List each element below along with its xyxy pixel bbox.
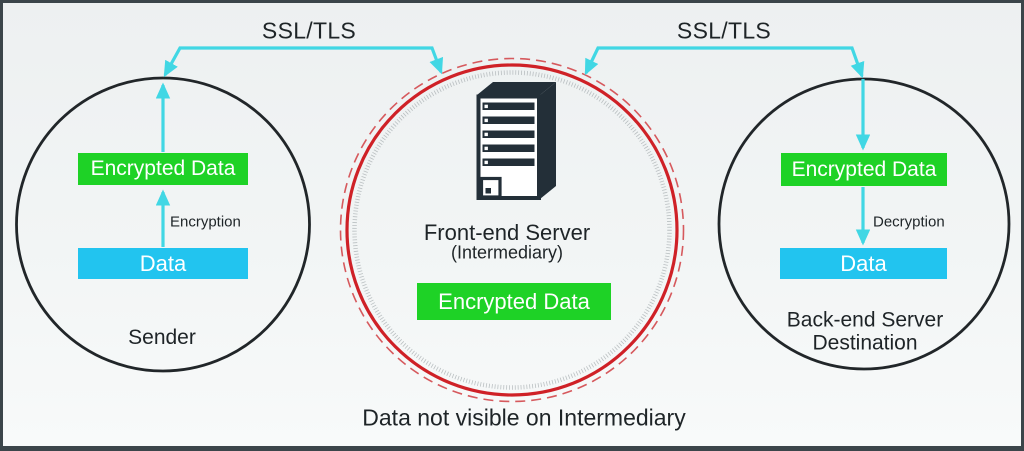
backend-name-line1: Back-end Server [786, 308, 944, 332]
sender-name-label: Sender [128, 326, 196, 349]
intermediary-ring [345, 63, 679, 397]
intermediary-subtitle: (Intermediary) [450, 242, 564, 263]
intermediary-outer-dashed-ring [339, 57, 685, 403]
ssl-link-right-arrow [584, 46, 865, 79]
intermediary-inner-stipple-ring [352, 70, 672, 390]
tower-server-icon [476, 82, 556, 200]
sender-data-box: Data [78, 248, 248, 279]
backend-decryption-label: Decryption [873, 213, 945, 231]
ssl-tls-label-left: SSL/TLS [261, 17, 357, 44]
sender-circle [15, 76, 311, 373]
intermediary-title: Front-end Server [423, 220, 591, 245]
sender-encrypted-data-box: Encrypted Data [78, 153, 248, 185]
sender-encryption-label: Encryption [170, 213, 241, 231]
backend-name-line2: Destination [812, 331, 918, 354]
intermediary-encrypted-data-box: Encrypted Data [417, 283, 611, 320]
backend-encrypted-data-box: Encrypted Data [781, 153, 947, 186]
ssl-tls-label-right: SSL/TLS [676, 17, 772, 44]
ssl-link-left-arrow [163, 46, 444, 78]
backend-data-box: Data [780, 248, 947, 279]
backend-name-label: Back-end Server Destination [786, 308, 944, 355]
caption-data-not-visible: Data not visible on Intermediary [362, 404, 686, 431]
